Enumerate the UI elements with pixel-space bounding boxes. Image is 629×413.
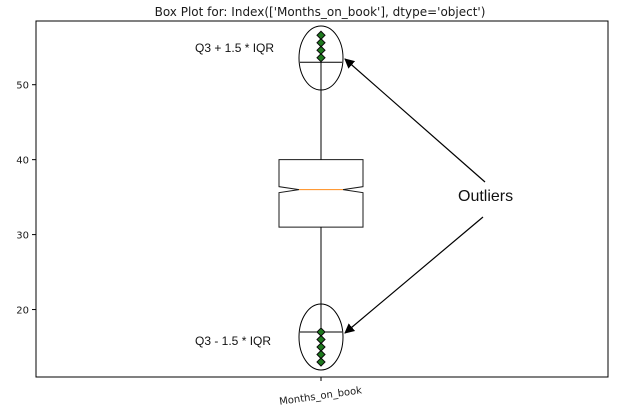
outlier-point-high	[316, 53, 326, 63]
x-tick-label: Months_on_book	[279, 385, 363, 408]
y-tick-label: 30	[16, 231, 29, 242]
outliers	[316, 30, 326, 367]
y-tick-label: 40	[16, 156, 29, 167]
y-tick-label: 20	[16, 306, 29, 317]
outlier-point-low	[316, 327, 326, 337]
box-plot	[278, 61, 364, 333]
outlier-point-high	[316, 45, 326, 55]
lower-bound-label: Q3 - 1.5 * IQR	[195, 334, 271, 348]
upper-bound-label: Q3 + 1.5 * IQR	[195, 41, 274, 55]
x-axis: Months_on_book	[279, 377, 363, 408]
outlier-point-high	[316, 30, 326, 40]
lower-outlier-ellipse	[298, 303, 344, 371]
arrow-to-lower-outliers	[344, 216, 484, 334]
outlier-point-low	[316, 342, 326, 352]
upper-outlier-ellipse	[298, 25, 344, 91]
outliers-label: Outliers	[458, 188, 513, 205]
arrow-to-upper-outliers	[344, 58, 486, 183]
notched-box	[278, 159, 364, 228]
outlier-point-low	[316, 349, 326, 360]
outlier-point-high	[316, 38, 326, 48]
y-axis: 20 30 40 50	[16, 81, 36, 317]
outlier-point-low	[316, 357, 326, 367]
chart-title: Box Plot for: Index(['Months_on_book'], …	[155, 5, 486, 19]
y-tick-label: 50	[16, 81, 29, 92]
outlier-point-low	[316, 334, 326, 345]
